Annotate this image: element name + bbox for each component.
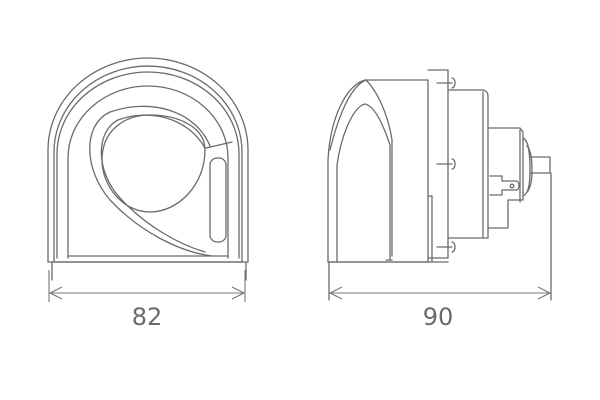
- dimension-label-depth: 90: [422, 303, 454, 331]
- side-view: [327, 69, 552, 301]
- front-view: [47, 57, 249, 281]
- dimension-90: [328, 286, 552, 300]
- dimension-82: [48, 270, 246, 302]
- dimension-label-width: 82: [131, 303, 163, 331]
